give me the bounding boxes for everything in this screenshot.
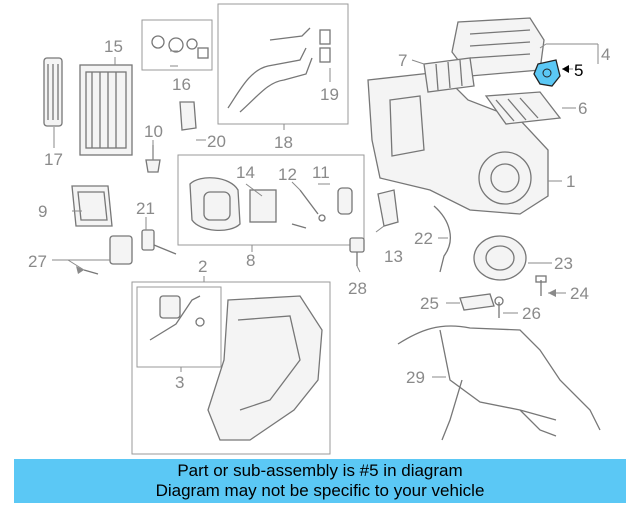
parts-diagram: 15 17 10 16 20 18 19 14 12 11 8 9 21 27 … <box>28 3 610 455</box>
callout-24-arrow-icon <box>548 289 556 297</box>
callout-12: 12 <box>278 165 297 184</box>
callout-21: 21 <box>136 199 155 218</box>
valve-part-19 <box>319 29 331 63</box>
group-box-8 <box>177 154 365 246</box>
gasket-part-14 <box>189 177 241 231</box>
lower-housing-part-2 <box>207 295 323 441</box>
callout-6: 6 <box>578 99 587 118</box>
bolt-part-26 <box>494 296 504 318</box>
callout-27-arrow-icon <box>76 266 84 274</box>
callout-25: 25 <box>420 294 439 313</box>
callout-2: 2 <box>198 257 207 276</box>
callout-23: 23 <box>554 254 573 273</box>
callout-26: 26 <box>522 304 541 323</box>
bracket-part-13 <box>377 189 399 227</box>
motor-part-27 <box>83 235 133 275</box>
fittings-part-16 <box>151 35 209 59</box>
callout-27: 27 <box>28 252 47 271</box>
callout-28: 28 <box>348 279 367 298</box>
panel-part-17 <box>43 57 63 127</box>
callout-1: 1 <box>566 172 575 191</box>
upper-case-part-4 <box>451 17 545 77</box>
sensor-part-28 <box>349 237 365 266</box>
callout-20: 20 <box>207 132 226 151</box>
callout-11: 11 <box>312 163 330 182</box>
bracket-part-20 <box>179 101 197 131</box>
filter-part-9 <box>71 185 113 227</box>
cabin-filter-part-6 <box>484 91 562 125</box>
callout-7: 7 <box>398 51 407 70</box>
banner-line-disclaimer: Diagram may not be specific to your vehi… <box>155 481 485 500</box>
callout-17: 17 <box>44 150 63 169</box>
callout-5[interactable]: 5 <box>574 61 583 80</box>
actuator-part-21 <box>141 229 177 255</box>
callout-3: 3 <box>175 373 184 392</box>
pipe-part-18 <box>227 27 313 113</box>
callout-19: 19 <box>320 85 339 104</box>
callout-13: 13 <box>384 247 403 266</box>
highlighted-part-5[interactable] <box>533 59 561 87</box>
callout-10: 10 <box>144 122 163 141</box>
callout-5-arrow-icon <box>562 65 569 73</box>
hose-part-22 <box>433 205 451 273</box>
callout-18: 18 <box>274 133 293 152</box>
callout-22: 22 <box>414 229 433 248</box>
hvac-housing-part-1 <box>367 71 549 215</box>
callout-24: 24 <box>570 284 589 303</box>
heater-core-part <box>79 64 133 156</box>
group-box-2 <box>131 281 331 455</box>
banner-line-part: Part or sub-assembly is #5 in diagram <box>177 461 463 480</box>
wiring-harness-part-29 <box>397 325 601 441</box>
callout-4: 4 <box>601 45 610 64</box>
actuator-part-3 <box>149 295 205 341</box>
module-part-8 <box>249 189 277 223</box>
group-box-3 <box>136 286 222 368</box>
filter-part-7 <box>423 57 475 93</box>
screw-part-24 <box>535 275 547 296</box>
callout-9: 9 <box>38 202 47 221</box>
callout-8: 8 <box>246 251 255 270</box>
group-box-18 <box>217 3 349 125</box>
blower-part-23 <box>473 235 527 281</box>
callout-29: 29 <box>406 368 425 387</box>
info-banner: Part or sub-assembly is #5 in diagram Di… <box>14 459 626 503</box>
clip-part-12 <box>291 189 326 229</box>
sensor-part-11 <box>337 187 353 215</box>
callout-14: 14 <box>236 163 255 182</box>
group-box-16 <box>141 19 213 71</box>
callout-15: 15 <box>104 37 123 56</box>
callout-16: 16 <box>172 75 191 94</box>
resistor-part-25 <box>459 293 495 311</box>
